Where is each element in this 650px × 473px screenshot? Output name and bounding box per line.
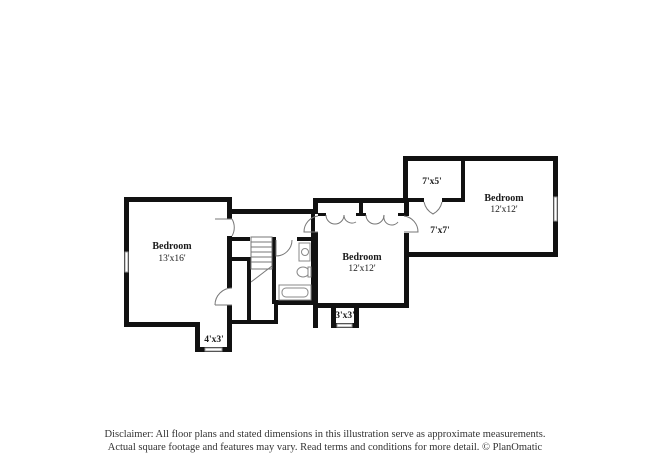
room-label-name: Bedroom [342, 252, 382, 263]
door-swing-icon [231, 218, 235, 237]
bathroom [278, 214, 315, 305]
door-swing-icon [214, 287, 233, 306]
door-swing-icon [423, 201, 443, 215]
room-label-dimensions: 12'x12' [490, 205, 517, 215]
room-label-dimensions: 13'x16' [158, 254, 185, 264]
room-label-dimensions: 4'x3' [204, 335, 224, 345]
room-label-dimensions: 3'x3' [335, 311, 355, 321]
door-swing-icon [403, 215, 419, 233]
stair-area [214, 218, 314, 324]
disclaimer-line-1: Disclaimer: All floor plans and stated d… [104, 429, 546, 440]
stairs-icon [250, 236, 273, 283]
closet-door-icon [365, 214, 385, 225]
bedroom-left-walls [124, 197, 232, 352]
room-label-dimensions: 12'x12' [348, 264, 375, 274]
bedroom-middle-walls [303, 198, 419, 328]
door-swing-icon [275, 239, 293, 257]
window-closet-middle [336, 323, 353, 328]
closet-door-icon [325, 214, 345, 225]
hall-top-wall [227, 209, 317, 214]
toilet-icon [296, 266, 310, 278]
room-label-name: Bedroom [152, 241, 192, 252]
window-left [124, 251, 129, 273]
room-label-dimensions: 7'x7' [430, 226, 450, 236]
room-label-dimensions: 7'x5' [422, 177, 442, 187]
window-right [553, 196, 558, 222]
disclaimer-line-2: Actual square footage and features may v… [107, 442, 543, 453]
room-label-name: Bedroom [484, 193, 524, 204]
window-closet-left [204, 347, 223, 352]
door-swing-icon [303, 215, 319, 233]
bedroom-right-walls [403, 156, 558, 257]
